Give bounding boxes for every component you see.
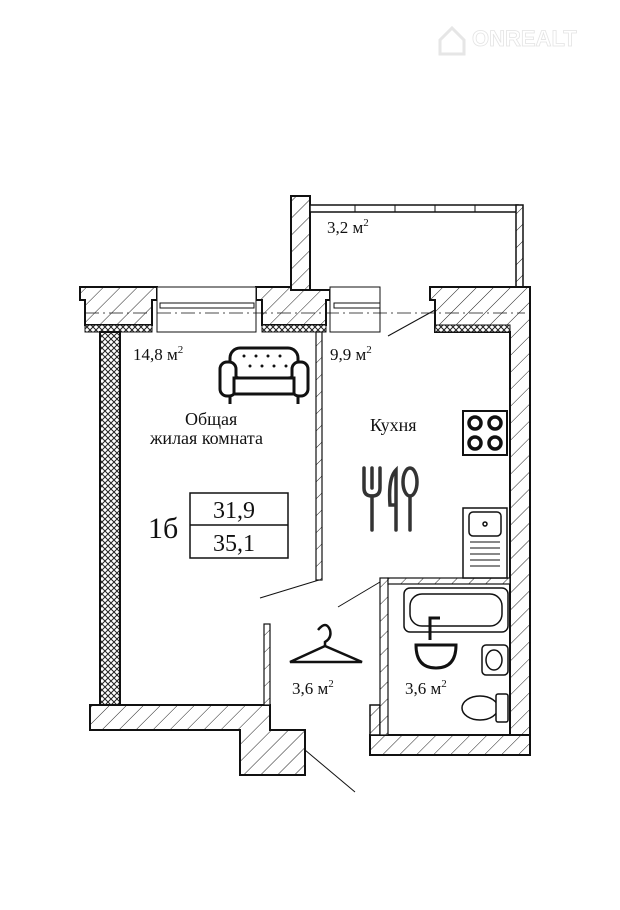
balcony-railing <box>309 204 519 213</box>
bottom-wall-left <box>89 704 306 776</box>
living-name-line2: жилая комната <box>149 428 263 448</box>
bathtub-icon <box>403 587 509 633</box>
top-wall-middle <box>255 286 331 326</box>
area-box <box>189 492 289 559</box>
apartment-type: 1б <box>148 512 178 545</box>
living-name-line1: Общая <box>185 409 237 429</box>
hanger-icon <box>289 623 363 664</box>
kitchen-name: Кухня <box>370 415 417 435</box>
washbasin-icon <box>414 616 458 670</box>
toilet-icon <box>461 693 509 723</box>
bottom-wall-right <box>369 734 531 756</box>
total-area: 35,1 <box>213 531 255 557</box>
watermark-logo: ONREALT <box>438 26 578 56</box>
sink-icon <box>481 644 509 676</box>
partition-living-kitchen <box>315 331 323 581</box>
windows <box>156 286 381 333</box>
kitchen-area: 9,9 м2 <box>330 344 372 364</box>
top-wall-left <box>79 286 158 326</box>
door-swings <box>259 309 436 793</box>
bathroom-area: 3,6 м2 <box>405 678 447 698</box>
walls <box>79 195 531 776</box>
stove-icon <box>462 410 508 456</box>
left-wall <box>99 331 121 707</box>
partition-hall <box>263 623 271 706</box>
svg-text:ONREALT: ONREALT <box>472 26 577 51</box>
living-total-area: 31,9 <box>213 498 255 524</box>
living-area: 14,8 м2 <box>133 344 183 364</box>
sofa-icon <box>218 346 310 404</box>
cutlery-icon <box>362 465 419 532</box>
kitchen-sink-icon <box>462 507 508 579</box>
hall-area: 3,6 м2 <box>292 678 334 698</box>
partition-bathroom <box>379 577 389 736</box>
balcony-wall <box>290 195 311 291</box>
balcony-area: 3,2 м2 <box>327 217 369 237</box>
